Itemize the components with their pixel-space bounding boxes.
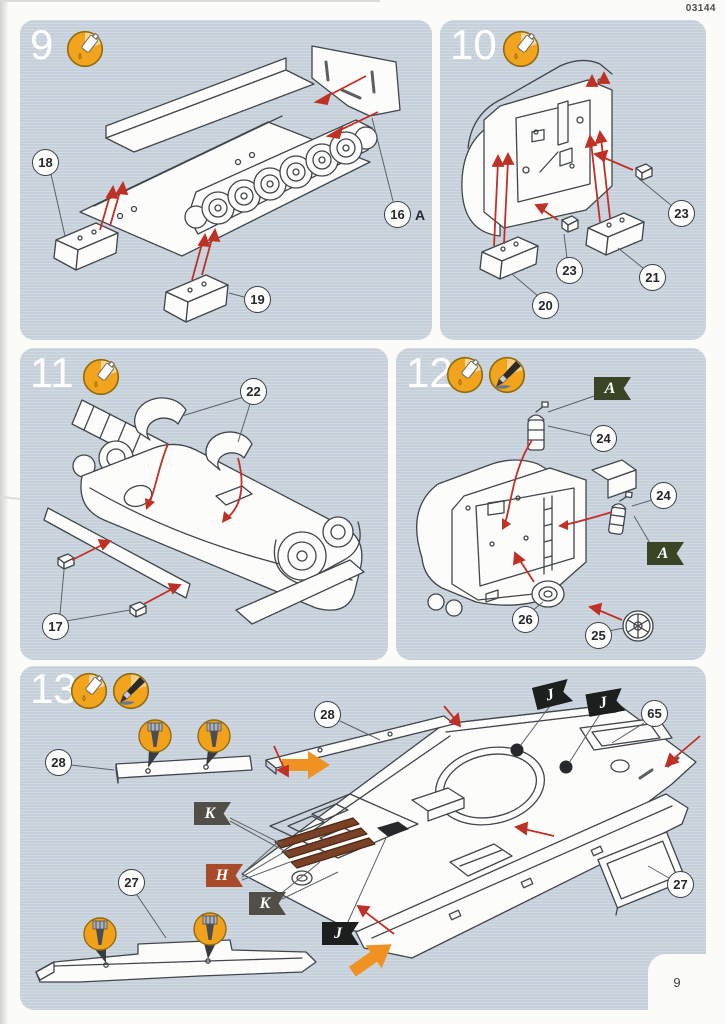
step-number: 12	[406, 349, 453, 396]
paintbrush-icon	[112, 672, 150, 710]
callout-23: 23	[556, 257, 583, 284]
step-13-panel: 13 28 28 65 27 27 J J J K K H 9	[20, 666, 706, 1010]
color-badge-a: A	[594, 377, 631, 400]
callout-65: 65	[641, 700, 668, 727]
color-badge-a: A	[647, 542, 684, 565]
callout-20: 20	[532, 292, 559, 319]
callout-27: 27	[667, 871, 694, 898]
callout-21: 21	[639, 264, 666, 291]
step-11-illustration	[43, 396, 365, 625]
glue-icon	[446, 356, 484, 394]
step-number: 13	[30, 665, 77, 712]
glue-icon	[502, 30, 540, 68]
step-12-illustration	[416, 393, 655, 642]
glue-icon	[82, 358, 120, 396]
callout-18: 18	[32, 149, 59, 176]
scan-top-shadow	[0, 0, 380, 2]
step-10-illustration	[461, 59, 673, 297]
glue-icon	[70, 672, 108, 710]
page-number-notch: 9	[648, 954, 706, 1010]
step-13-illustration	[35, 703, 701, 983]
callout-28: 28	[314, 701, 341, 728]
step-10-panel: 10 23 23 20 21	[440, 20, 706, 340]
callout-24: 24	[590, 425, 617, 452]
callout-17: 17	[42, 613, 69, 640]
step-number: 10	[450, 21, 497, 68]
callout-28: 28	[45, 749, 72, 776]
drill-bit-icon	[197, 719, 231, 753]
step-9-panel: 9 18 19 16 A	[20, 20, 432, 340]
step-number: 9	[30, 21, 54, 68]
step-number: 11	[30, 349, 74, 396]
drill-bit-icon	[83, 917, 117, 951]
color-badge-h: H	[206, 864, 243, 887]
drill-bit-icon	[193, 912, 227, 946]
color-badge-k: K	[249, 892, 286, 915]
callout-23: 23	[668, 200, 695, 227]
callout-24: 24	[650, 482, 677, 509]
color-badge-j: J	[322, 922, 359, 945]
step-12-panel: 12 A A 24 24 26 25	[396, 348, 706, 660]
glue-icon	[66, 30, 104, 68]
kit-number: 03144	[685, 3, 716, 14]
callout-27: 27	[118, 869, 145, 896]
callout-16A: 16 A	[384, 201, 425, 228]
orange-arrow	[282, 751, 392, 977]
paintbrush-icon	[488, 356, 526, 394]
color-badge-k: K	[194, 802, 231, 825]
callout-26: 26	[512, 606, 539, 633]
callout-25: 25	[585, 622, 612, 649]
step-9-illustration	[50, 45, 401, 323]
callout-22: 22	[240, 378, 267, 405]
step-11-panel: 11 22 17	[20, 348, 388, 660]
drill-bit-icon	[138, 719, 172, 753]
page-number: 9	[673, 974, 681, 990]
scan-edge-shadow	[0, 0, 9, 1024]
callout-19: 19	[244, 286, 271, 313]
